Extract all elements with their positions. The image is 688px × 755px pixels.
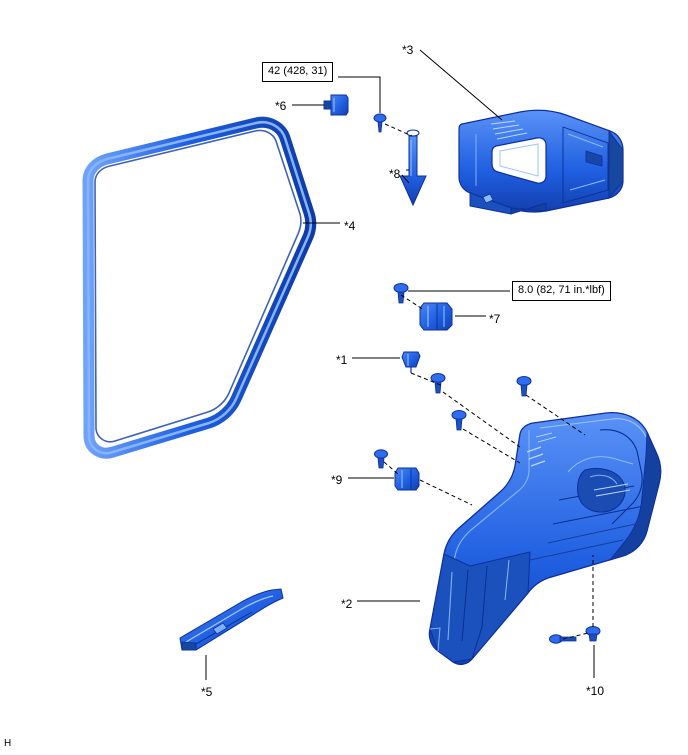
callout-label-3: *3 — [402, 43, 414, 57]
part-10-grommet — [585, 626, 601, 642]
leader-lines — [205, 49, 595, 680]
part-9-clip — [394, 467, 420, 491]
part-2-quarter-trim-panel — [428, 412, 662, 666]
torque-spec-8: 8.0 (82, 71 in.*lbf) — [512, 281, 611, 301]
callout-label-4: *4 — [344, 219, 356, 233]
dash-bolt-mid-1 — [442, 391, 521, 448]
callout-label-7: *7 — [489, 312, 501, 326]
callout-label-5: *5 — [201, 685, 213, 699]
bolt-mid-3 — [516, 376, 532, 397]
dash-part-9-bolt — [383, 461, 399, 475]
part-7-clip — [419, 302, 453, 331]
bolt-part-10 — [549, 634, 577, 644]
bolt-mid-1 — [430, 373, 446, 394]
bolt-mid-2 — [451, 410, 467, 431]
assembly-lines — [383, 123, 594, 640]
dash-part-10-bolt — [562, 632, 589, 640]
part-3-upper-trim-panel — [458, 109, 624, 215]
callout-label-9: *9 — [331, 473, 343, 487]
part-6-clip — [323, 94, 349, 116]
callout-label-1: *1 — [336, 353, 348, 367]
torque-spec-42: 42 (428, 31) — [262, 62, 334, 82]
leader-8b — [401, 174, 410, 184]
dash-bolt-mid-2 — [462, 428, 521, 464]
part-5-scuff-plate — [179, 588, 284, 651]
dash-bolt-upper — [384, 123, 413, 137]
bolt-part-7 — [393, 283, 409, 304]
callout-label-8: *8 — [389, 167, 401, 181]
part-1-clip — [401, 351, 421, 373]
part-4-weatherstrip — [82, 116, 317, 459]
corner-mark: H — [4, 738, 12, 749]
callout-label-2: *2 — [341, 597, 353, 611]
bolt-part-9 — [374, 449, 388, 469]
dash-part-1 — [410, 372, 444, 387]
dash-part-7 — [400, 294, 425, 311]
part-8-clip — [399, 129, 427, 207]
dash-part-9 — [419, 479, 473, 506]
leader-3 — [419, 49, 503, 121]
bolt-upper-1 — [373, 113, 387, 133]
leader-torque-1 — [338, 76, 381, 113]
callout-label-6: *6 — [275, 99, 287, 113]
callout-label-10: *10 — [586, 684, 605, 698]
dash-bolt-mid-3 — [525, 394, 586, 436]
